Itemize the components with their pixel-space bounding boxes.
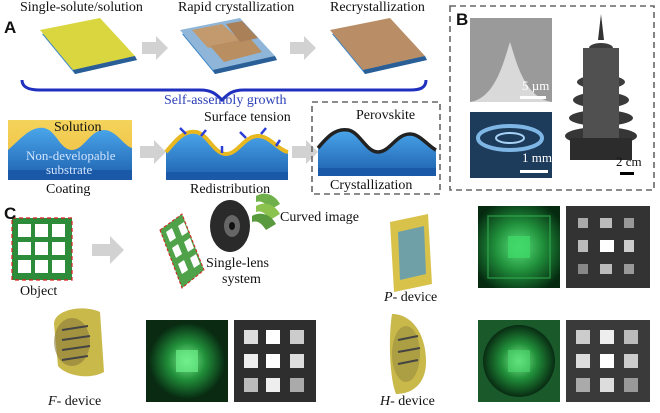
p-device-label: P- device — [384, 290, 437, 306]
h-device-label: H- device — [380, 394, 435, 410]
object-label: Object — [20, 284, 58, 299]
h-device-gray-map — [566, 320, 650, 402]
single-lens-label-1: Single-lens — [206, 256, 269, 271]
substrate-label-1: Non-developable — [26, 148, 116, 163]
f-device-pl-image — [146, 320, 228, 402]
arrow-step1-icon — [142, 36, 168, 60]
step2-label: Rapid crystallization — [178, 0, 295, 15]
scale-bar-5um: 5 µm — [522, 78, 550, 93]
coating-label: Coating — [46, 182, 91, 197]
h-device-pl-image — [478, 320, 560, 402]
panel-label-b: B — [456, 10, 469, 29]
surface-tension-label: Surface tension — [204, 110, 291, 125]
arrow-step2-icon — [290, 36, 316, 60]
f-device-label: F- device — [48, 394, 101, 410]
scale-bar-2cm: 2 cm — [616, 154, 642, 169]
object-grid — [11, 217, 73, 281]
f-device-suffix: - device — [56, 394, 102, 409]
panel-label-a: A — [4, 18, 17, 37]
self-assembly-brace — [20, 79, 428, 103]
arrow-coating-icon — [140, 140, 166, 164]
scale-bar-1mm: 1 mm — [522, 150, 552, 165]
coating-illustration — [8, 120, 132, 180]
crystallization-illustration — [316, 127, 437, 176]
optical-ring-image — [470, 112, 552, 178]
p-device-pl-image — [478, 206, 560, 288]
sem-cone-image — [470, 18, 552, 102]
arrow-redistribution-icon — [292, 140, 318, 164]
tilted-object — [159, 213, 205, 289]
step1-label: Single-solute/solution — [20, 0, 143, 15]
curved-image-icon — [252, 193, 280, 230]
p-device-gray-map — [566, 206, 650, 288]
pagoda-image — [565, 14, 637, 175]
f-device-letter: F — [48, 394, 57, 409]
p-device-suffix: - device — [392, 290, 438, 305]
h-device-illustration — [389, 314, 426, 394]
film-step3 — [330, 18, 427, 74]
solution-label: Solution — [54, 120, 102, 135]
h-device-suffix: - device — [390, 394, 435, 409]
lens-icon — [210, 200, 250, 252]
panel-label-c: C — [4, 204, 17, 223]
f-device-illustration — [54, 308, 104, 377]
substrate-label-2: substrate — [46, 162, 93, 177]
step3-label: Recrystallization — [330, 0, 425, 15]
single-lens-label-2: system — [222, 272, 261, 287]
curved-image-label: Curved image — [280, 210, 359, 225]
redistribution-label: Redistribution — [190, 182, 271, 197]
crystallization-label: Crystallization — [330, 178, 413, 193]
redistribution-illustration — [164, 127, 289, 180]
panel-b-box — [449, 5, 655, 191]
perovskite-label: Perovskite — [356, 108, 416, 123]
f-device-gray-map — [234, 320, 316, 402]
p-device-illustration — [390, 214, 432, 292]
self-assembly-label: Self-assembly growth — [164, 93, 287, 108]
arrow-object-icon — [92, 236, 124, 264]
film-step2 — [180, 18, 277, 74]
film-step1 — [40, 18, 137, 74]
p-device-letter: P — [384, 290, 393, 305]
h-device-letter: H — [380, 394, 391, 409]
crystallization-box — [311, 101, 441, 195]
